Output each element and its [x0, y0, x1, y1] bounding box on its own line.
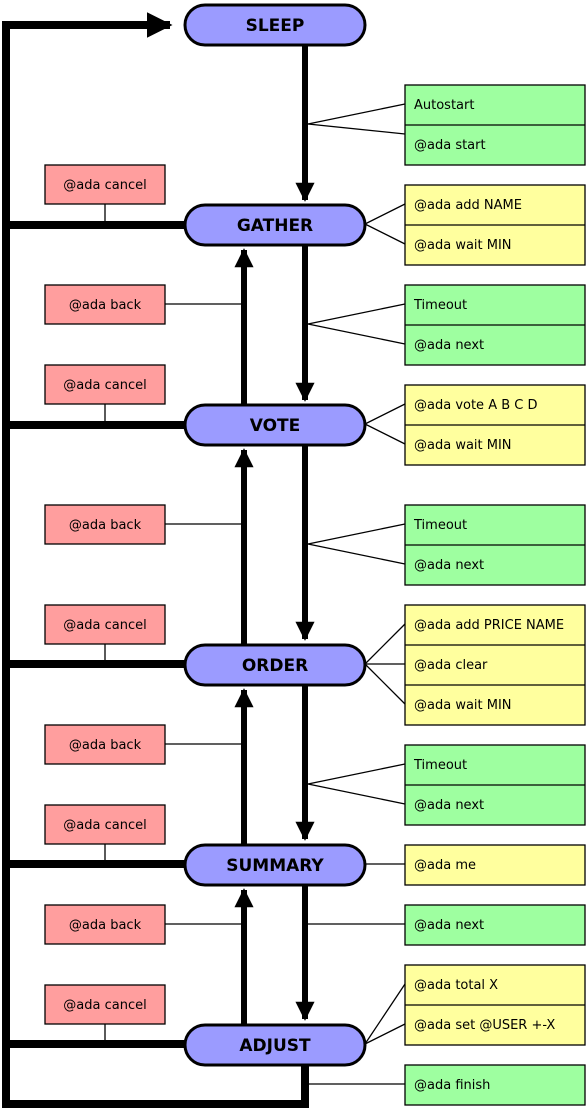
order-add-label: @ada add PRICE NAME	[414, 618, 564, 633]
state-sleep	[183, 3, 367, 47]
state-order	[183, 643, 367, 687]
order-back-box	[44, 504, 166, 545]
order-cancel-label: @ada cancel	[63, 618, 146, 633]
state-nodes: SLEEP GATHER VOTE ORDER SUMMARY ADJUST	[183, 3, 367, 1067]
back-boxes: @ada back @ada back @ada back @ada back	[44, 284, 166, 945]
adjust-back-box	[44, 904, 166, 945]
vote-command-label: @ada vote A B C D	[414, 398, 538, 413]
state-gather	[183, 203, 367, 247]
order-wait-label: @ada wait MIN	[414, 698, 512, 713]
state-order-label: ORDER	[242, 656, 308, 676]
state-gather-label: GATHER	[237, 216, 313, 236]
vote-cancel-label: @ada cancel	[63, 378, 146, 393]
adjust-cancel-box	[44, 984, 166, 1025]
state-vote-label: VOTE	[250, 416, 301, 436]
start-command-label: @ada start	[414, 138, 486, 153]
finish-command-label: @ada finish	[414, 1078, 490, 1093]
summary-cancel-label: @ada cancel	[63, 818, 146, 833]
order-back-label: @ada back	[69, 518, 142, 533]
connector-lines	[104, 103, 406, 1085]
vote-cancel-box	[44, 364, 166, 405]
summary-cancel-box	[44, 804, 166, 845]
state-summary-label: SUMMARY	[226, 856, 324, 876]
autostart-label: Autostart	[414, 98, 474, 113]
gather-next-label: @ada next	[414, 338, 484, 353]
summary-me-label: @ada me	[414, 858, 476, 873]
loop-to-sleep-edge	[2, 12, 309, 1108]
transition-boxes: Autostart @ada start Timeout @ada next T…	[404, 84, 586, 1106]
vote-next-label: @ada next	[414, 558, 484, 573]
vote-back-box	[44, 284, 166, 325]
state-vote	[183, 403, 367, 447]
vote-wait-label: @ada wait MIN	[414, 438, 512, 453]
command-boxes: @ada add NAME @ada wait MIN @ada vote A …	[404, 184, 586, 1046]
state-adjust-label: ADJUST	[239, 1036, 311, 1056]
order-clear-label: @ada clear	[414, 658, 488, 673]
adjust-back-label: @ada back	[69, 918, 142, 933]
gather-cancel-box	[44, 164, 166, 205]
gather-wait-label: @ada wait MIN	[414, 238, 512, 253]
gather-cancel-label: @ada cancel	[63, 178, 146, 193]
summary-back-label: @ada back	[69, 738, 142, 753]
gather-add-label: @ada add NAME	[414, 198, 522, 213]
adjust-cancel-label: @ada cancel	[63, 998, 146, 1013]
order-cancel-box	[44, 604, 166, 645]
state-sleep-label: SLEEP	[246, 16, 305, 36]
adjust-set-label: @ada set @USER +-X	[414, 1018, 555, 1033]
state-adjust	[183, 1023, 367, 1067]
summary-next-label: @ada next	[414, 918, 484, 933]
summary-back-box	[44, 724, 166, 765]
order-timeout-label: Timeout	[413, 758, 467, 773]
cancel-loop	[2, 12, 309, 1108]
state-summary	[183, 843, 367, 887]
order-next-label: @ada next	[414, 798, 484, 813]
vote-back-label: @ada back	[69, 298, 142, 313]
vote-timeout-label: Timeout	[413, 518, 467, 533]
adjust-total-label: @ada total X	[414, 978, 498, 993]
gather-timeout-label: Timeout	[413, 298, 467, 313]
cancel-boxes: @ada cancel @ada cancel @ada cancel @ada…	[44, 164, 166, 1025]
